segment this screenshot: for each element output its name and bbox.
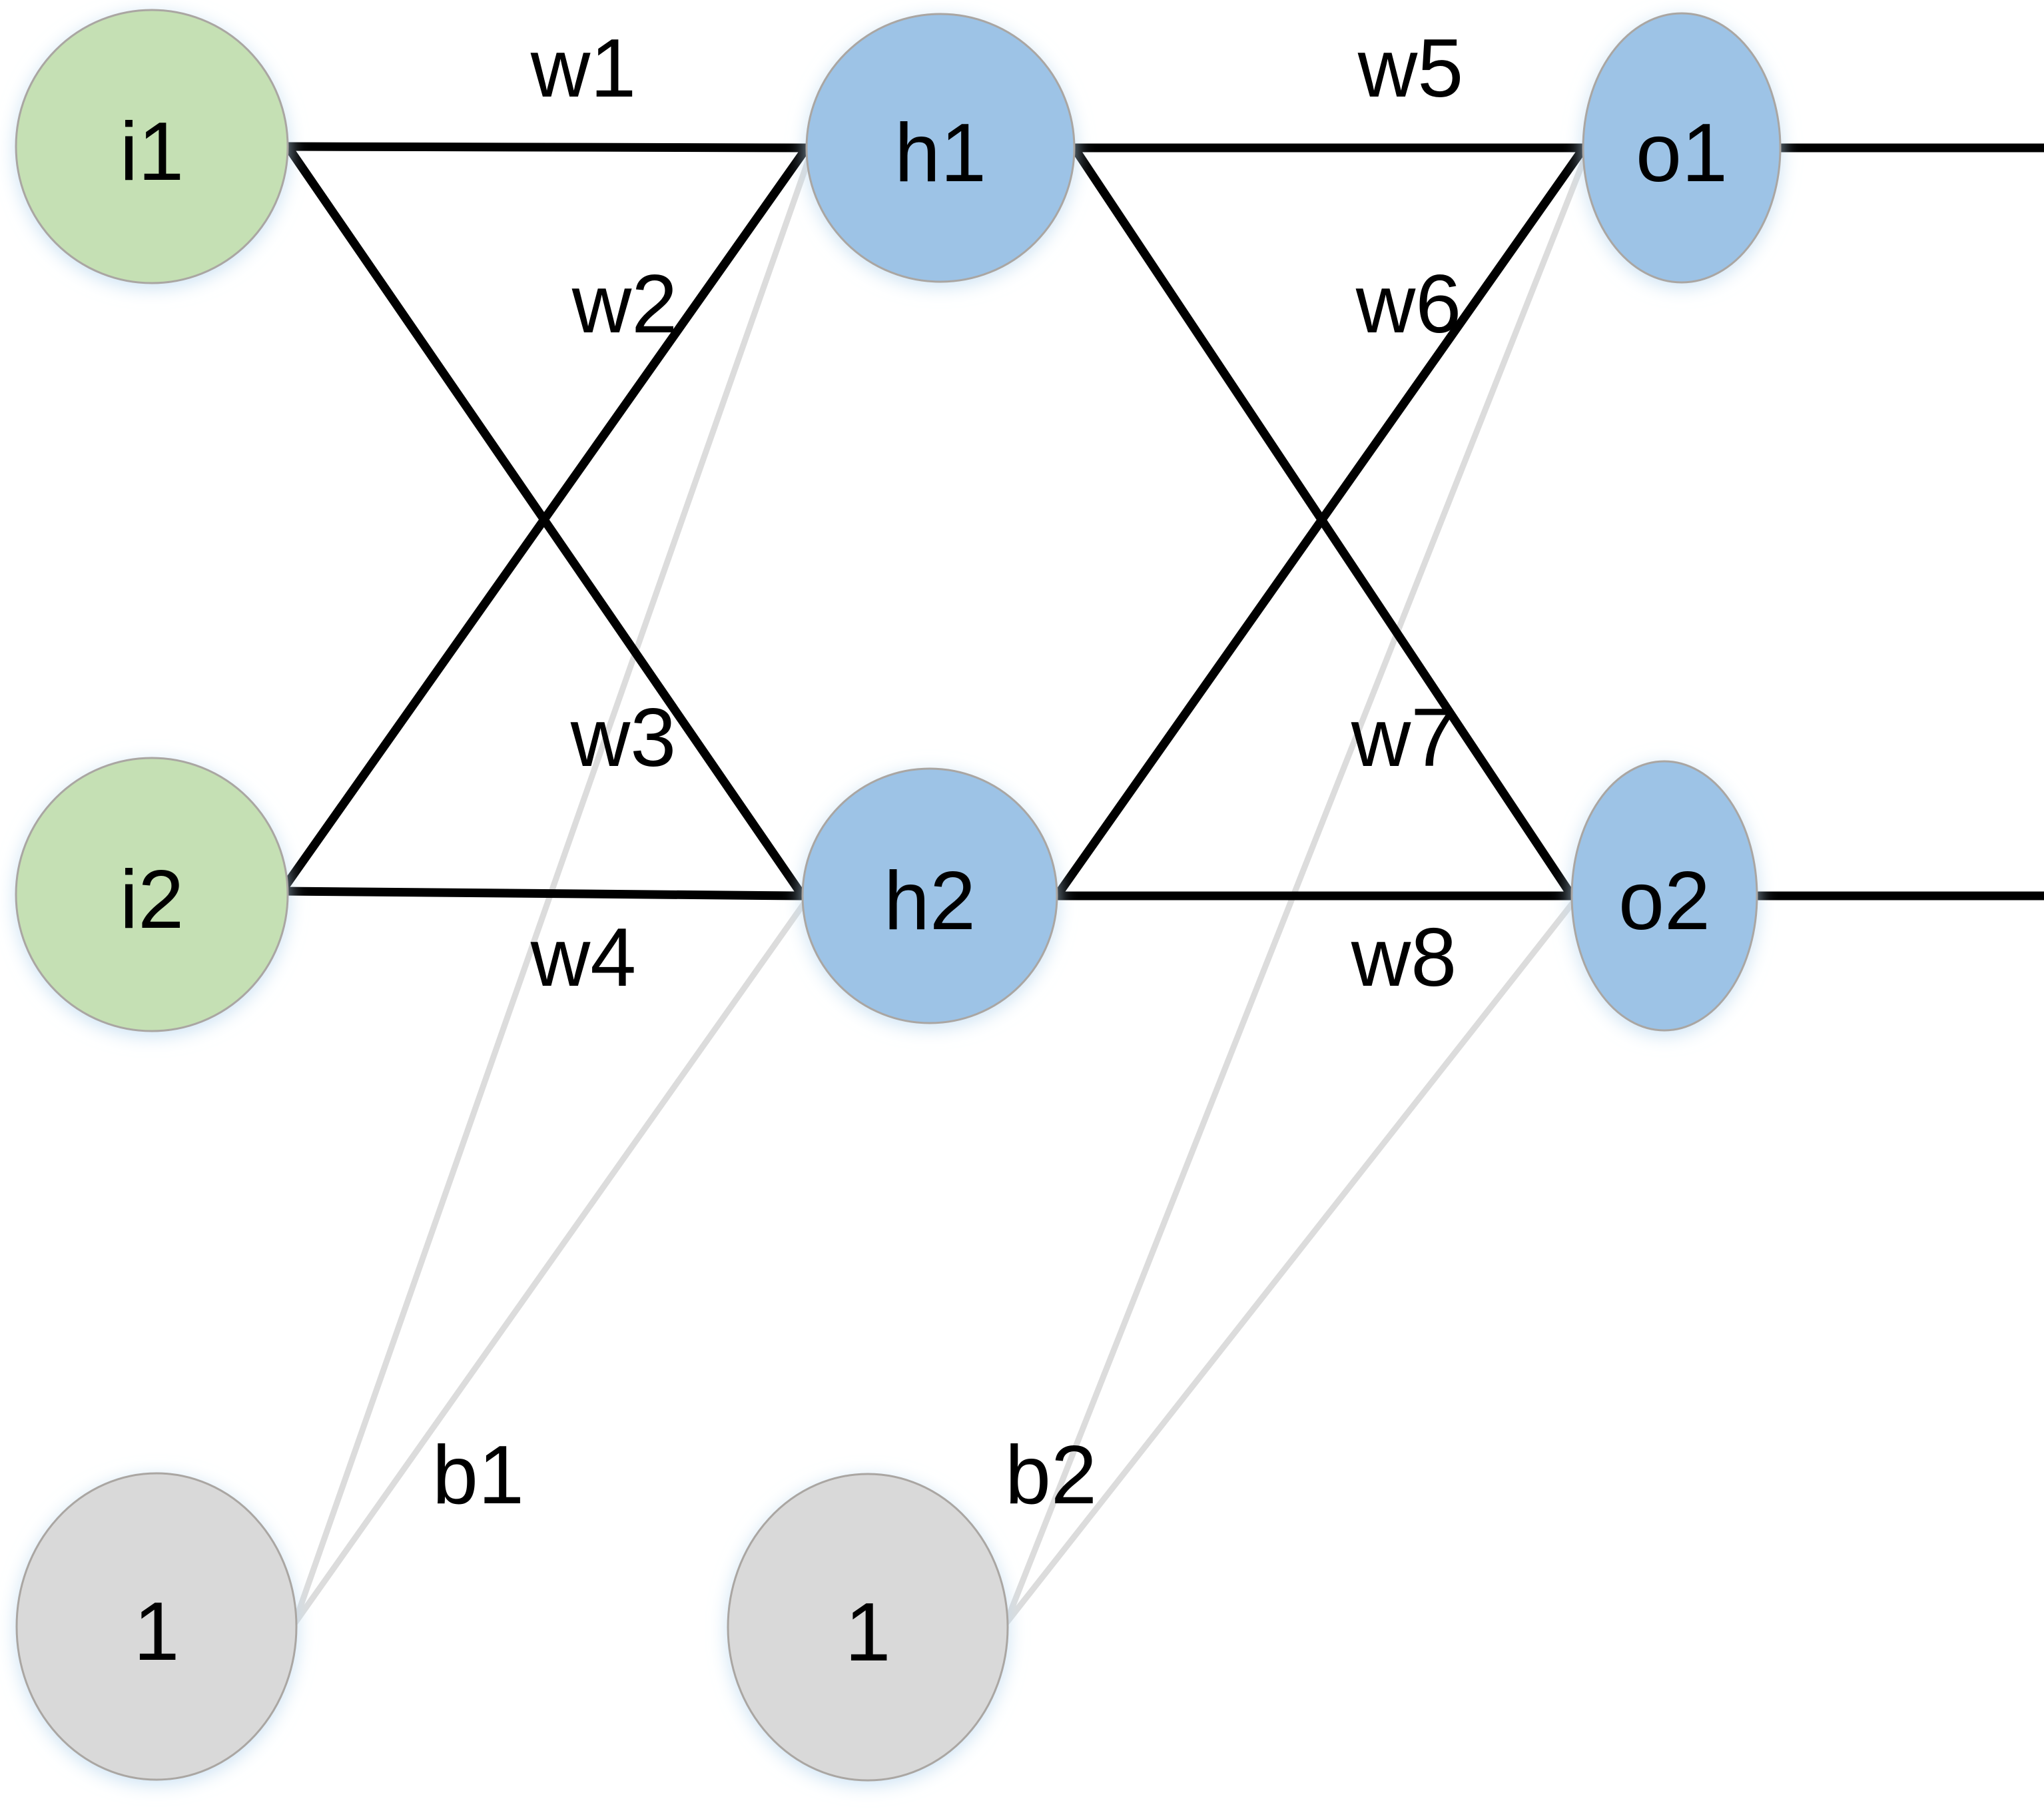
bias-label-b2: b2 — [1005, 1429, 1097, 1521]
input-layer: i1 i2 — [15, 9, 289, 1032]
node-i1-shape[interactable] — [15, 9, 289, 284]
node-o2-shape[interactable] — [1570, 760, 1758, 1032]
node-o1-label: o1 — [1636, 107, 1728, 199]
bias-edge-b2-o1 — [1002, 151, 1590, 1625]
node-o2[interactable]: o2 — [1570, 760, 1758, 1032]
weight-edge-w4 — [281, 887, 803, 901]
output-line-group — [1757, 143, 2044, 901]
node-h2[interactable]: h2 — [801, 767, 1058, 1024]
node-h1-label: h1 — [894, 107, 986, 199]
weight-label-group: w1 w2 w3 w4 w5 w6 w7 w8 — [530, 23, 1464, 1004]
weight-edge-group — [278, 142, 1588, 901]
node-h2-shape[interactable] — [801, 767, 1058, 1024]
node-bias-2-label: 1 — [845, 1587, 891, 1678]
node-bias-2-shape[interactable] — [727, 1473, 1009, 1782]
node-i1[interactable]: i1 — [15, 9, 289, 284]
node-o1-shape[interactable] — [1582, 12, 1782, 284]
bias-label-b1: b1 — [432, 1429, 524, 1521]
weight-label-w2: w2 — [571, 258, 678, 350]
node-bias-1[interactable]: 1 — [15, 1472, 298, 1781]
weight-label-w1: w1 — [530, 23, 637, 115]
weight-label-w5: w5 — [1357, 23, 1464, 115]
weight-edge-w3 — [278, 145, 811, 894]
node-i2[interactable]: i2 — [15, 757, 289, 1032]
node-bias-1-shape[interactable] — [15, 1472, 298, 1781]
weight-label-w8: w8 — [1351, 912, 1457, 1004]
weight-edge-w1 — [287, 142, 807, 153]
weight-label-w7: w7 — [1351, 692, 1457, 784]
output-layer: o1 o2 — [1570, 12, 1782, 1032]
hidden-layer: h1 h2 — [801, 13, 1076, 1024]
bias-edge-b1-h1 — [291, 151, 815, 1625]
weight-label-w6: w6 — [1355, 258, 1462, 350]
node-i2-label: i2 — [120, 854, 184, 946]
node-bias-1-label: 1 — [134, 1586, 180, 1678]
node-h1[interactable]: h1 — [805, 13, 1076, 283]
node-h2-label: h2 — [884, 855, 976, 947]
node-i2-shape[interactable] — [15, 757, 289, 1032]
weight-label-w4: w4 — [530, 912, 637, 1004]
bias-edge-group — [291, 151, 1590, 1626]
node-i1-label: i1 — [120, 106, 184, 198]
bias-label-group: b1 b2 — [432, 1429, 1097, 1521]
bias-edge-b1-h2 — [292, 898, 809, 1626]
bias-layer: 1 1 — [15, 1472, 1009, 1782]
weight-label-w3: w3 — [570, 692, 677, 784]
weight-edge-w7 — [1053, 145, 1588, 899]
node-h1-shape[interactable] — [805, 13, 1076, 283]
node-bias-2[interactable]: 1 — [727, 1473, 1009, 1782]
node-o2-label: o2 — [1618, 855, 1710, 947]
node-o1[interactable]: o1 — [1582, 12, 1782, 284]
bias-edge-b2-o2 — [1003, 898, 1578, 1626]
